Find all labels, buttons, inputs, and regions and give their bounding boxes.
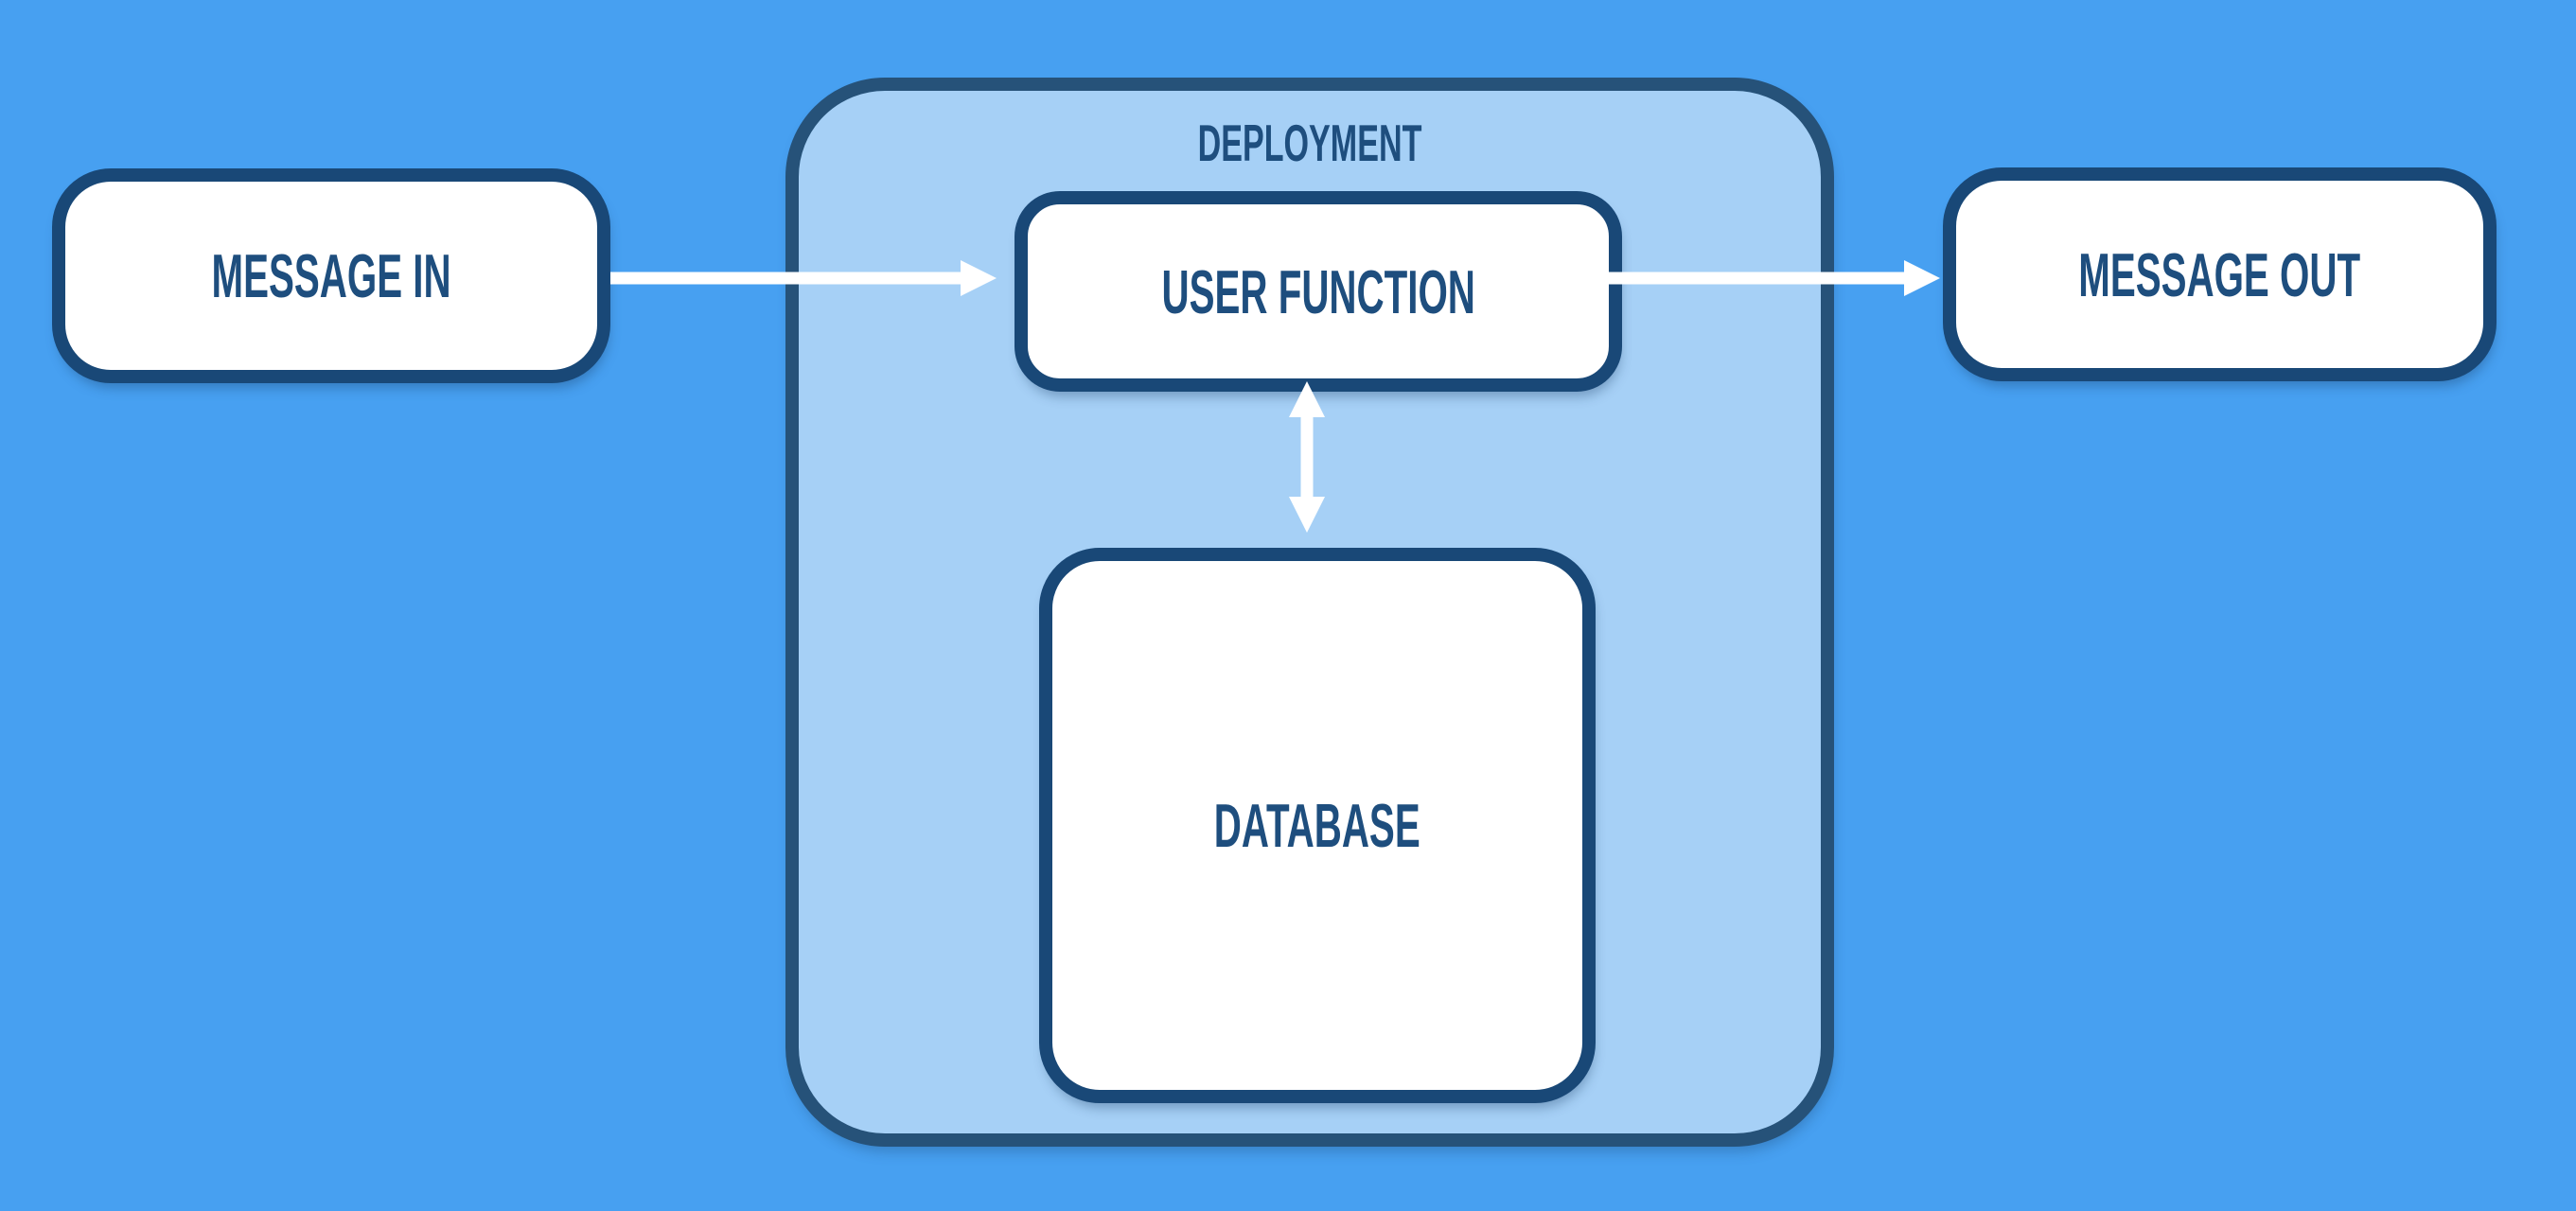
node-message-in-label: MESSAGE IN [211,241,451,310]
node-database: DATABASE [1039,548,1596,1103]
node-message-in: MESSAGE IN [52,168,610,383]
node-message-out: MESSAGE OUT [1943,167,2497,381]
deployment-group-label: DEPLOYMENT [1197,114,1422,172]
deployment-group: DEPLOYMENT USER FUNCTION DATABASE [785,78,1834,1147]
node-user-function-label: USER FUNCTION [1161,256,1475,326]
node-message-out-label: MESSAGE OUT [2078,239,2361,309]
node-user-function: USER FUNCTION [1015,191,1622,392]
node-database-label: DATABASE [1214,791,1420,860]
